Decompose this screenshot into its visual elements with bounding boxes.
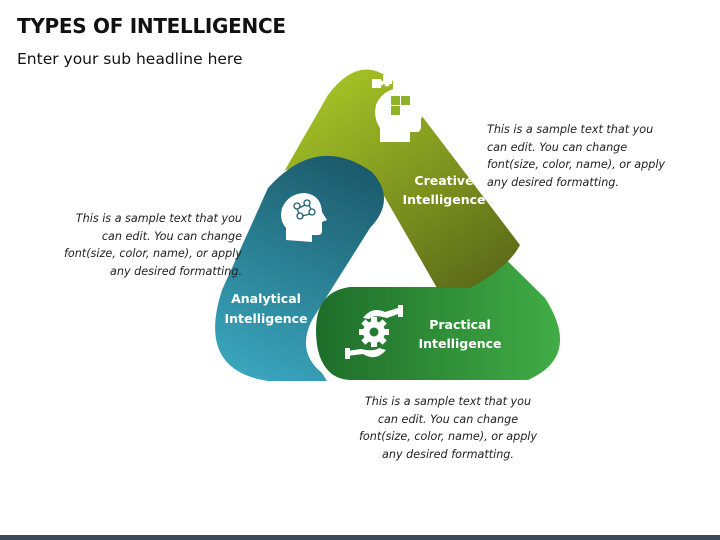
hands-gear-icon: [345, 305, 403, 359]
analytical-description-line: font(size, color, name), or apply: [63, 247, 242, 260]
analytical-description-line: This is a sample text that you: [75, 212, 242, 225]
creative-label-line1: Creative: [414, 173, 473, 188]
analytical-description-line: can edit. You can change: [101, 229, 242, 243]
footer-bar: [0, 535, 720, 540]
practical-description-line: any desired formatting.: [382, 447, 514, 461]
practical-description-line: This is a sample text that you: [364, 395, 532, 408]
brain-head-icon: [281, 193, 327, 242]
analytical-label-line1: Analytical: [231, 291, 301, 306]
practical-description-line: font(size, color, name), or apply: [358, 430, 538, 443]
creative-description-line: font(size, color, name), or apply: [487, 158, 666, 171]
page-title: TYPES OF INTELLIGENCE: [17, 14, 286, 38]
page-subtitle: Enter your sub headline here: [17, 50, 243, 68]
creative-description: This is a sample text that you can edit.…: [487, 121, 717, 191]
creative-description-line: This is a sample text that you: [487, 123, 654, 136]
analytical-description: This is a sample text that you can edit.…: [12, 210, 242, 280]
head-puzzle-icon: [372, 75, 426, 142]
practical-description-line: can edit. You can change: [377, 412, 519, 426]
practical-label-line1: Practical: [429, 317, 491, 332]
creative-segment: [285, 69, 520, 288]
creative-description-line: any desired formatting.: [487, 175, 619, 189]
practical-label-line2: Intelligence: [418, 336, 501, 351]
creative-label-line2: Intelligence: [402, 192, 485, 207]
analytical-label-line2: Intelligence: [224, 311, 307, 326]
creative-description-line: can edit. You can change: [487, 140, 628, 154]
analytical-segment: [215, 155, 385, 381]
analytical-description-line: any desired formatting.: [110, 264, 242, 278]
practical-description: This is a sample text that you can edit.…: [333, 393, 563, 463]
